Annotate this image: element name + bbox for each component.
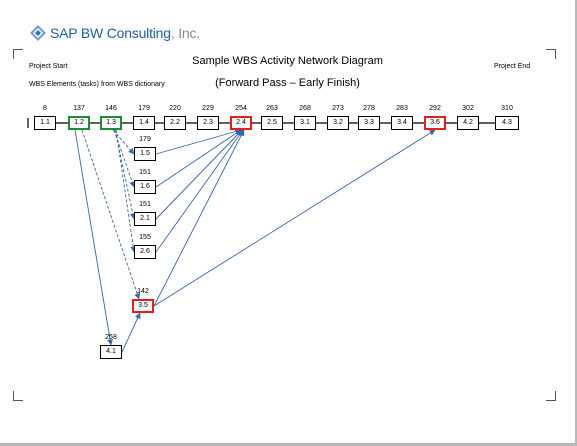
dependency-arrow-2-6-to-2-4 [155, 129, 244, 253]
task-node-1-6: 1.6 [134, 180, 156, 194]
early-finish-label: 273 [332, 105, 344, 112]
early-finish-label: 179 [138, 105, 150, 112]
dependency-arrow-1-3-to-1-6 [113, 129, 136, 188]
task-node-3-1: 3.1 [294, 116, 316, 130]
dependency-arrow-4-1-to-3-5 [121, 312, 141, 353]
task-node-2-3: 2.3 [197, 116, 219, 130]
early-finish-label: 155 [139, 234, 151, 241]
early-finish-label: 229 [202, 105, 214, 112]
task-node-2-1: 2.1 [134, 212, 156, 226]
diamond-logo-icon [30, 25, 46, 41]
crop-mark [546, 391, 556, 401]
dependency-arrow-1-3-to-2-6 [115, 129, 137, 253]
early-finish-label: 151 [139, 201, 151, 208]
early-finish-label: 302 [462, 105, 474, 112]
crop-mark [13, 391, 23, 401]
task-node-4-1: 4.1 [100, 345, 122, 359]
company-logo: SAP BW Consulting, Inc. [30, 25, 200, 41]
project-end-label: Project End [494, 63, 531, 70]
task-node-2-2: 2.2 [164, 116, 186, 130]
diagram-title: Sample WBS Activity Network Diagram [192, 55, 383, 67]
dependency-arrow-1-6-to-2-4 [155, 129, 242, 188]
early-finish-label: 179 [139, 136, 151, 143]
dependency-arrows [74, 128, 436, 353]
dependency-arrow-3-5-to-2-4 [153, 129, 245, 307]
task-node-3-3: 3.3 [358, 116, 380, 130]
dependency-arrow-2-1-to-2-4 [155, 129, 243, 220]
early-finish-label: 151 [139, 169, 151, 176]
dependency-arrow-3-5-to-3-6 [153, 129, 436, 307]
early-finish-label: 258 [105, 334, 117, 341]
task-node-4-2: 4.2 [457, 116, 479, 130]
early-finish-label: 278 [363, 105, 375, 112]
early-finish-label: 310 [501, 105, 513, 112]
logo-brand: SAP BW Consulting [50, 25, 171, 41]
project-start-label: Project Start [29, 63, 68, 70]
early-finish-label: 8 [43, 105, 47, 112]
task-node-2-6: 2.6 [134, 245, 156, 259]
logo-suffix: , Inc. [170, 25, 200, 41]
task-node-3-2: 3.2 [327, 116, 349, 130]
task-node-1-5: 1.5 [134, 147, 156, 161]
dependency-arrow-1-3-to-2-1 [114, 129, 136, 220]
wbs-note: WBS Elements (tasks) from WBS dictionary [29, 81, 165, 88]
task-node-1-2: 1.2 [68, 116, 90, 130]
task-node-2-4: 2.4 [230, 116, 252, 130]
early-finish-label: 254 [235, 105, 247, 112]
early-finish-label: 137 [73, 105, 85, 112]
dependency-arrow-1-5-to-2-4 [155, 128, 242, 155]
early-finish-label: 220 [169, 105, 181, 112]
task-node-3-5: 3.5 [132, 299, 154, 313]
task-node-1-3: 1.3 [100, 116, 122, 130]
task-node-3-6: 3.6 [424, 116, 446, 130]
early-finish-label: 146 [105, 105, 117, 112]
task-node-1-4: 1.4 [133, 116, 155, 130]
diagram-subtitle: (Forward Pass – Early Finish) [215, 77, 360, 89]
early-finish-label: 268 [299, 105, 311, 112]
early-finish-label: 292 [429, 105, 441, 112]
task-node-4-3: 4.3 [495, 116, 519, 130]
task-node-1-1: 1.1 [34, 116, 56, 130]
dependency-arrow-1-2-to-4-1 [74, 129, 114, 346]
task-node-3-4: 3.4 [391, 116, 413, 130]
crop-mark [546, 49, 556, 59]
dependency-arrow-1-2-to-3-5 [81, 129, 141, 300]
crop-mark [13, 49, 23, 59]
early-finish-label: 283 [396, 105, 408, 112]
early-finish-label: 142 [137, 288, 149, 295]
logo-wordmark: SAP BW Consulting, Inc. [50, 25, 200, 41]
dependency-arrow-1-3-to-1-5 [112, 129, 135, 155]
early-finish-label: 263 [266, 105, 278, 112]
task-node-2-5: 2.5 [261, 116, 283, 130]
